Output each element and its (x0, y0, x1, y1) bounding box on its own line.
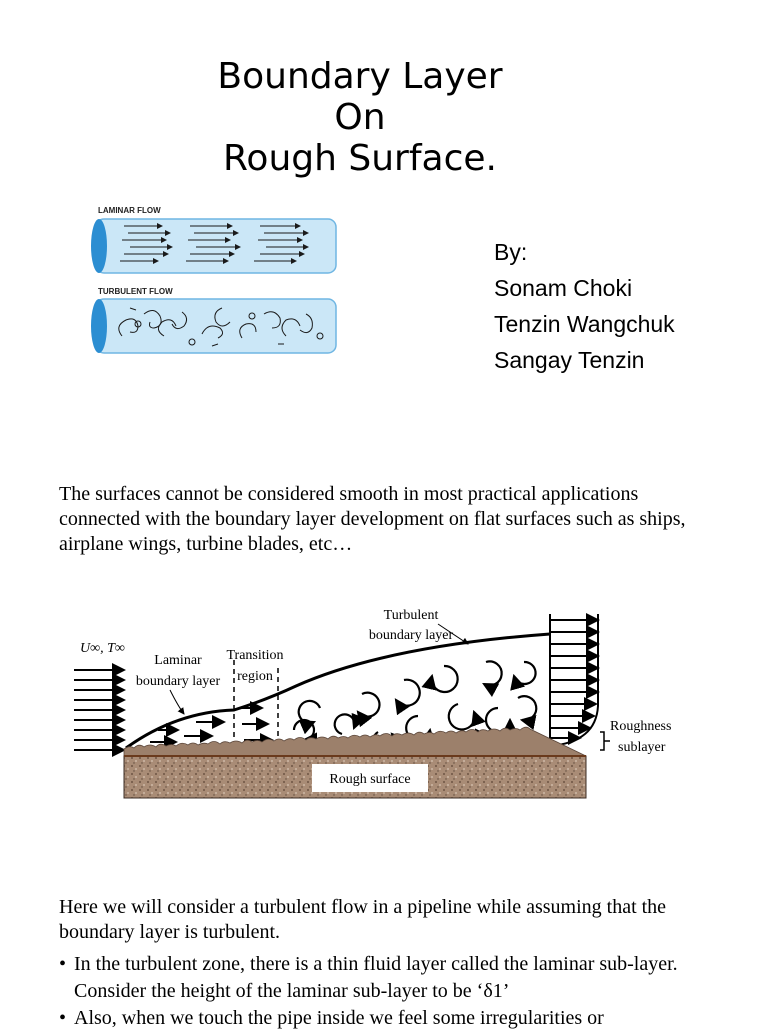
bullet-icon: • (59, 953, 67, 975)
outlet-velocity-profile-arrows (550, 613, 600, 745)
bullet-text: Also, when we touch the pipe inside we f… (74, 1007, 604, 1029)
laminar-pipe-end (91, 219, 107, 273)
turbulent-flow-paragraph: Here we will consider a turbulent flow i… (59, 896, 667, 943)
authors-block: By: Sonam Choki Tenzin Wangchuk Sangay T… (494, 234, 675, 378)
list-item: • In the turbulent zone, there is a thin … (59, 951, 719, 1005)
page-title: Boundary Layer On Rough Surface. (160, 56, 560, 179)
transition-label-line-2: region (237, 669, 273, 684)
list-item: • Also, when we touch the pipe inside we … (59, 1005, 719, 1032)
laminar-label-line-1: Laminar (154, 653, 202, 668)
laminar-flow-label: LAMINAR FLOW (98, 206, 161, 215)
boundary-layer-edge (125, 632, 551, 750)
laminar-label-pointer (169, 689, 185, 715)
turbulent-flow-label: TURBULENT FLOW (98, 287, 173, 296)
roughness-label-line-1: Roughness (610, 719, 671, 734)
laminar-pipe (95, 218, 337, 274)
bullet-text: In the turbulent zone, there is a thin f… (74, 953, 708, 1002)
turbulent-label-line-2: boundary layer (369, 628, 454, 643)
turbulent-label-line-1: Turbulent (384, 608, 439, 623)
bullet-icon: • (59, 1007, 67, 1029)
rough-surface-label-box (312, 764, 428, 792)
boundary-layer-diagram: U∞, T∞ (74, 608, 671, 799)
turbulent-label-pointer (437, 623, 469, 645)
turbulent-pipe-end (91, 299, 107, 353)
laminar-label-line-2: boundary layer (136, 674, 221, 689)
turbulent-swirls (118, 307, 324, 347)
roughness-label-line-2: sublayer (618, 740, 666, 755)
rough-surface-label: Rough surface (329, 772, 410, 787)
bullet-list: • In the turbulent zone, there is a thin … (59, 951, 719, 1032)
author-name: Sangay Tenzin (494, 347, 645, 373)
author-name: Sonam Choki (494, 275, 633, 301)
title-line-1: Boundary Layer (217, 56, 503, 97)
author-name: Tenzin Wangchuk (494, 311, 675, 337)
laminar-arrows (120, 223, 309, 264)
roughness-layer (123, 726, 587, 757)
title-line-2: On (334, 97, 386, 138)
title-line-3: Rough Surface. (223, 138, 497, 179)
intro-paragraph: The surfaces cannot be considered smooth… (59, 483, 686, 555)
roughness-bracket (600, 731, 610, 751)
transition-label-line-1: Transition (226, 648, 283, 663)
authors-by-label: By: (494, 239, 528, 265)
free-stream-arrows (74, 663, 126, 757)
laminar-turbulent-flow-figure: LAMINAR FLOW TURBULENT FLOW (91, 206, 337, 354)
free-stream-label: U∞, T∞ (80, 641, 125, 656)
